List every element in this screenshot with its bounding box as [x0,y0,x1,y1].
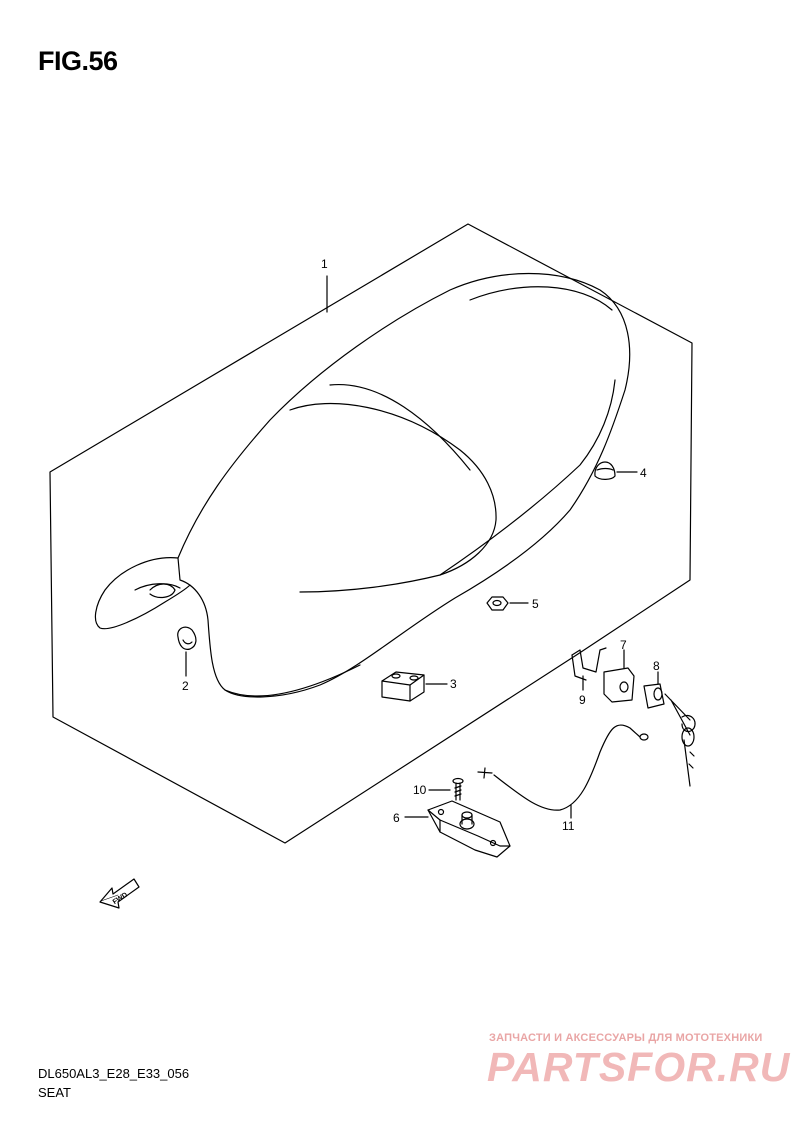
diagram-name: SEAT [38,1085,71,1100]
watermark-tagline: ЗАПЧАСТИ И АКСЕССУАРЫ ДЛЯ МОТОТЕХНИКИ [489,1032,763,1044]
part-6-lock-base [427,800,511,858]
part-4-stopper [594,461,616,480]
callout-8: 8 [653,659,660,673]
part-5-nut [486,596,509,611]
callout-7: 7 [620,638,627,652]
callout-labels: 1 2 3 4 5 6 7 8 9 10 11 FWD [112,257,660,906]
callout-9: 9 [579,693,586,707]
callout-10: 10 [413,783,427,797]
part-3-rubber-block [381,671,425,702]
assembly-outline [49,223,693,844]
seat [94,272,631,698]
part-8-key-lock [643,683,696,787]
callout-3: 3 [450,677,457,691]
callout-4: 4 [640,466,647,480]
callout-2: 2 [182,679,189,693]
part-2-cushion [177,626,197,650]
callout-11: 11 [562,819,575,833]
figure-title: FIG.56 [38,46,118,76]
fwd-arrow-icon [99,878,140,909]
callout-5: 5 [532,597,539,611]
part-11-cable [477,724,649,811]
callout-6: 6 [393,811,400,825]
callout-1: 1 [321,257,328,271]
part-9-clamp [571,647,607,681]
part-7-bracket [603,667,635,703]
diagram-code: DL650AL3_E28_E33_056 [38,1066,190,1081]
part-10-screw [452,777,464,801]
watermark-logo: PARTSFOR.RU [487,1044,791,1090]
